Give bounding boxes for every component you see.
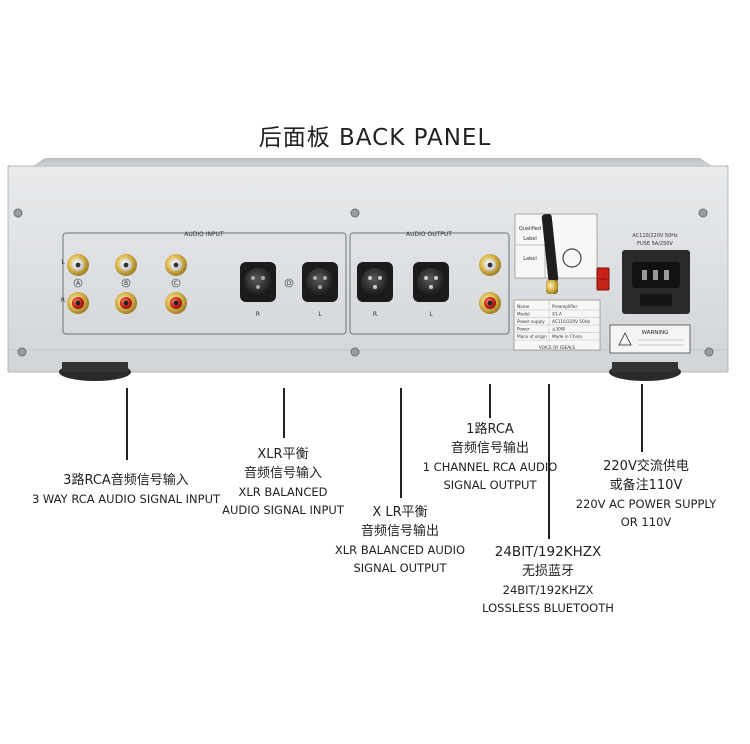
power-callout: 220V交流供电 或备注110V 220V AC POWER SUPPLY OR… — [566, 457, 726, 531]
spec-row-value: ≤30W — [552, 327, 565, 332]
xlr-output-zh2: 音频信号输出 — [360, 524, 439, 539]
spec-row-key: Model — [517, 312, 530, 317]
rca-output-callout-line — [489, 384, 491, 418]
power-callout-line — [641, 384, 643, 452]
power-spec-2: FUSE 5A/250V — [637, 241, 673, 247]
audio-output-label: AUDIO OUTPUT — [406, 231, 452, 238]
warning-text: WARNING — [642, 330, 669, 336]
audio-output-frame — [349, 232, 510, 335]
page-title: 后面板 BACK PANEL — [258, 125, 492, 151]
label-text-1: Label — [523, 236, 537, 242]
power-zh2: 或备注110V — [609, 478, 683, 493]
spec-row-value: AC110/220V 50Hz — [552, 319, 591, 324]
xlr-in-l-label: L — [318, 311, 322, 318]
xlr-input-callout-line — [283, 388, 285, 438]
rca-input-callout-line — [126, 388, 128, 460]
rca-output-zh1: 1路RCA — [466, 422, 514, 437]
brand-text: VOICE OF IDEALS — [539, 345, 576, 350]
rca-output-en1: 1 CHANNEL RCA AUDIO — [422, 460, 558, 474]
rca-output-en2: SIGNAL OUTPUT — [443, 478, 537, 492]
spec-row-key: Power — [517, 327, 530, 332]
input-letter-b: B — [124, 280, 128, 287]
xlr-input-zh2: 音频信号输入 — [243, 466, 322, 481]
xlr-out-r-label: R — [373, 311, 377, 318]
bluetooth-big: 24BIT/192KHZX — [494, 544, 602, 560]
spec-row-value: X1-A — [552, 312, 562, 317]
rca-input-en: 3 WAY RCA AUDIO SIGNAL INPUT — [31, 492, 221, 506]
back-panel-photo: AUDIO INPUT AUDIO OUTPUT A B C D L R R L — [7, 158, 729, 381]
spec-row-key: Name — [517, 304, 530, 309]
rca-output-jacks[interactable] — [479, 254, 501, 314]
input-letter-d: D — [287, 280, 292, 287]
rca-input-zh: 3路RCA音频信号输入 — [63, 473, 189, 488]
bluetooth-callout: 24BIT/192KHZX 无损蓝牙 24BIT/192KHZX LOSSLES… — [470, 543, 626, 617]
bluetooth-en1: 24BIT/192KHZX — [502, 583, 594, 597]
xlr-out-l-label: L — [429, 311, 433, 318]
xlr-output-en2: SIGNAL OUTPUT — [353, 561, 447, 575]
xlr-output-jacks[interactable] — [357, 262, 449, 302]
xlr-output-callout: X LR平衡 音频信号输出 XLR BALANCED AUDIO SIGNAL … — [310, 503, 490, 577]
spec-row-value: Preamplifier — [552, 304, 578, 309]
power-en2: OR 110V — [620, 515, 672, 529]
warning-triangle-icon — [618, 332, 632, 346]
panel-screws — [13, 208, 714, 357]
audio-input-label: AUDIO INPUT — [184, 231, 224, 238]
spec-row-value: Made in China — [552, 334, 582, 339]
power-spec-1: AC110/220V 50Hz — [632, 233, 678, 239]
input-letter-a: A — [76, 280, 81, 287]
power-en1: 220V AC POWER SUPPLY — [575, 497, 717, 511]
rca-input-jacks[interactable] — [67, 254, 187, 314]
rca-input-callout: 3路RCA音频信号输入 3 WAY RCA AUDIO SIGNAL INPUT — [16, 471, 236, 508]
bluetooth-en2: LOSSLESS BLUETOOTH — [482, 601, 614, 615]
xlr-output-callout-line — [400, 388, 402, 498]
xlr-input-jacks[interactable] — [240, 262, 338, 302]
label-text-2: Label — [523, 256, 537, 262]
spec-row-key: Place of origin — [517, 334, 547, 339]
xlr-input-callout: XLR平衡 音频信号输入 XLR BALANCED AUDIO SIGNAL I… — [198, 445, 368, 519]
spec-row-key: Power supply — [517, 319, 545, 324]
qualified-text: Qualified — [519, 226, 541, 232]
rca-output-callout: 1路RCA 音频信号输出 1 CHANNEL RCA AUDIO SIGNAL … — [410, 420, 570, 494]
power-zh1: 220V交流供电 — [603, 459, 689, 474]
rca-output-zh2: 音频信号输出 — [450, 441, 529, 456]
xlr-in-r-label: R — [256, 311, 260, 318]
audio-input-frame — [62, 232, 347, 335]
xlr-input-en1: XLR BALANCED — [238, 485, 328, 499]
xlr-input-en2: AUDIO SIGNAL INPUT — [222, 503, 344, 517]
warning-label — [609, 324, 691, 354]
ccc-mark — [562, 248, 582, 268]
fuse-holder[interactable] — [640, 294, 672, 306]
input-letter-c: C — [174, 280, 178, 287]
bluetooth-callout-line — [548, 384, 550, 539]
side-label-r: R — [61, 297, 65, 304]
xlr-output-en1: XLR BALANCED AUDIO — [334, 543, 466, 557]
xlr-input-zh1: XLR平衡 — [257, 447, 309, 462]
bluetooth-zh: 无损蓝牙 — [521, 564, 574, 579]
bluetooth-antenna[interactable] — [541, 213, 559, 294]
xlr-output-zh1: X LR平衡 — [372, 505, 428, 520]
side-label-l: L — [61, 259, 65, 266]
